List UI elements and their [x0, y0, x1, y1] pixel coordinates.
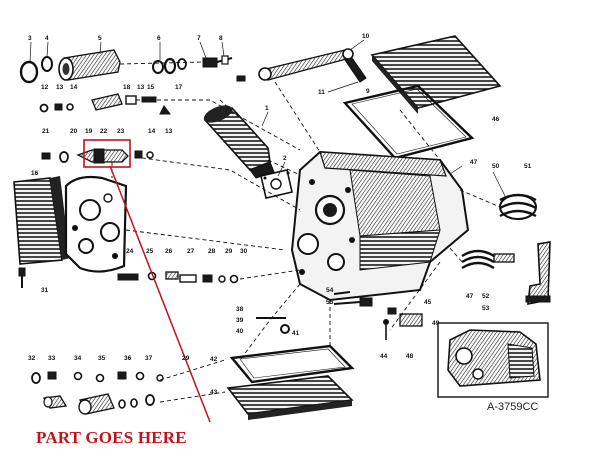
label-23: 23 — [117, 128, 125, 135]
fasteners-right — [333, 291, 423, 340]
label-39: 39 — [236, 317, 244, 324]
label-38: 38 — [236, 306, 244, 313]
label-10: 10 — [362, 33, 370, 40]
small-fittings-lower — [117, 271, 239, 284]
main-housing-part — [290, 150, 470, 302]
label-42: 42 — [210, 356, 218, 363]
side-cover-plate-part — [13, 176, 70, 265]
label-4: 4 — [45, 35, 49, 42]
label-35-a: 35 — [98, 355, 106, 362]
highlighted-valve-part — [76, 139, 131, 168]
top-gasket-part — [342, 84, 475, 160]
label-14-a: 14 — [70, 84, 78, 91]
label-36-a: 36 — [124, 355, 132, 362]
label-55: 55 — [326, 299, 334, 306]
label-48-b: 48 — [406, 353, 414, 360]
label-16: 16 — [31, 170, 39, 177]
label-51: 51 — [524, 163, 532, 170]
label-11: 11 — [318, 89, 325, 96]
label-26: 26 — [165, 248, 173, 255]
label-27: 27 — [187, 248, 195, 255]
bolt-part — [18, 267, 26, 288]
label-34-a: 34 — [74, 355, 82, 362]
o-ring-part — [19, 60, 39, 84]
end-plate-gasket-part — [64, 175, 128, 273]
label-12: 12 — [41, 84, 49, 91]
label-37-a: 37 — [145, 355, 153, 362]
label-29-b: 29 — [182, 355, 190, 362]
label-2: 2 — [283, 155, 287, 162]
label-8: 8 — [219, 35, 223, 42]
small-fittings-upper — [39, 93, 171, 115]
label-17: 17 — [175, 84, 183, 91]
label-47-a: 47 — [470, 159, 478, 166]
flange-part — [260, 169, 293, 199]
label-41: 41 — [292, 330, 300, 337]
assembly-dash-lines — [111, 61, 501, 403]
label-45: 45 — [424, 299, 432, 306]
sleeve-part — [58, 49, 121, 81]
label-20: 20 — [70, 128, 78, 135]
label-28: 28 — [208, 248, 216, 255]
label-13-c: 13 — [165, 128, 173, 135]
label-49: 49 — [432, 320, 440, 327]
bottom-plate-part — [226, 375, 354, 420]
callout-leader-line — [109, 165, 211, 423]
label-47-b: 47 — [466, 293, 474, 300]
label-5: 5 — [98, 35, 102, 42]
label-33-a: 33 — [48, 355, 56, 362]
label-43: 43 — [210, 389, 218, 396]
callout-text: PART GOES HERE — [36, 428, 187, 447]
label-40: 40 — [236, 328, 244, 335]
label-31: 31 — [41, 287, 49, 294]
label-1: 1 — [265, 105, 269, 112]
label-3: 3 — [28, 35, 32, 42]
label-32: 32 — [28, 355, 36, 362]
inset-assembled-view — [437, 322, 549, 398]
label-53: 53 — [482, 305, 490, 312]
label-22: 22 — [100, 128, 108, 135]
label-13-b: 13 — [137, 84, 145, 91]
pin-part — [236, 75, 246, 82]
label-6: 6 — [157, 35, 161, 42]
spring-part — [461, 249, 515, 270]
label-7: 7 — [197, 35, 201, 42]
label-44: 44 — [380, 353, 388, 360]
label-19: 19 — [85, 128, 93, 135]
label-46-top: 46 — [492, 116, 500, 123]
label-29-a: 29 — [225, 248, 233, 255]
drawing-code: A-3759CC — [487, 401, 538, 413]
label-24: 24 — [126, 248, 134, 255]
label-9: 9 — [366, 88, 370, 95]
label-50: 50 — [492, 163, 500, 170]
spring-piston-part — [499, 193, 537, 220]
small-fittings-middle — [41, 150, 154, 163]
link-arm-part — [258, 48, 367, 83]
label-14-b: 14 — [148, 128, 156, 135]
part-number-labels: 3 4 5 6 7 8 10 11 9 46 12 13 14 18 13 15… — [28, 33, 532, 396]
label-30: 30 — [240, 248, 248, 255]
label-21-a: 21 — [42, 128, 50, 135]
label-25: 25 — [146, 248, 154, 255]
label-54: 54 — [326, 287, 334, 294]
small-fittings-bottom — [31, 371, 164, 415]
label-52: 52 — [482, 293, 490, 300]
label-13-a: 13 — [56, 84, 64, 91]
bottom-gasket-part — [229, 344, 355, 384]
fork-bracket-part — [525, 241, 551, 305]
finned-cylinder-part — [203, 105, 275, 179]
fasteners-left — [256, 317, 290, 334]
seal-rings-part — [152, 57, 187, 75]
label-18: 18 — [123, 84, 131, 91]
valve-stem-part — [202, 55, 233, 68]
ring-part — [41, 56, 53, 72]
label-15: 15 — [147, 84, 155, 91]
